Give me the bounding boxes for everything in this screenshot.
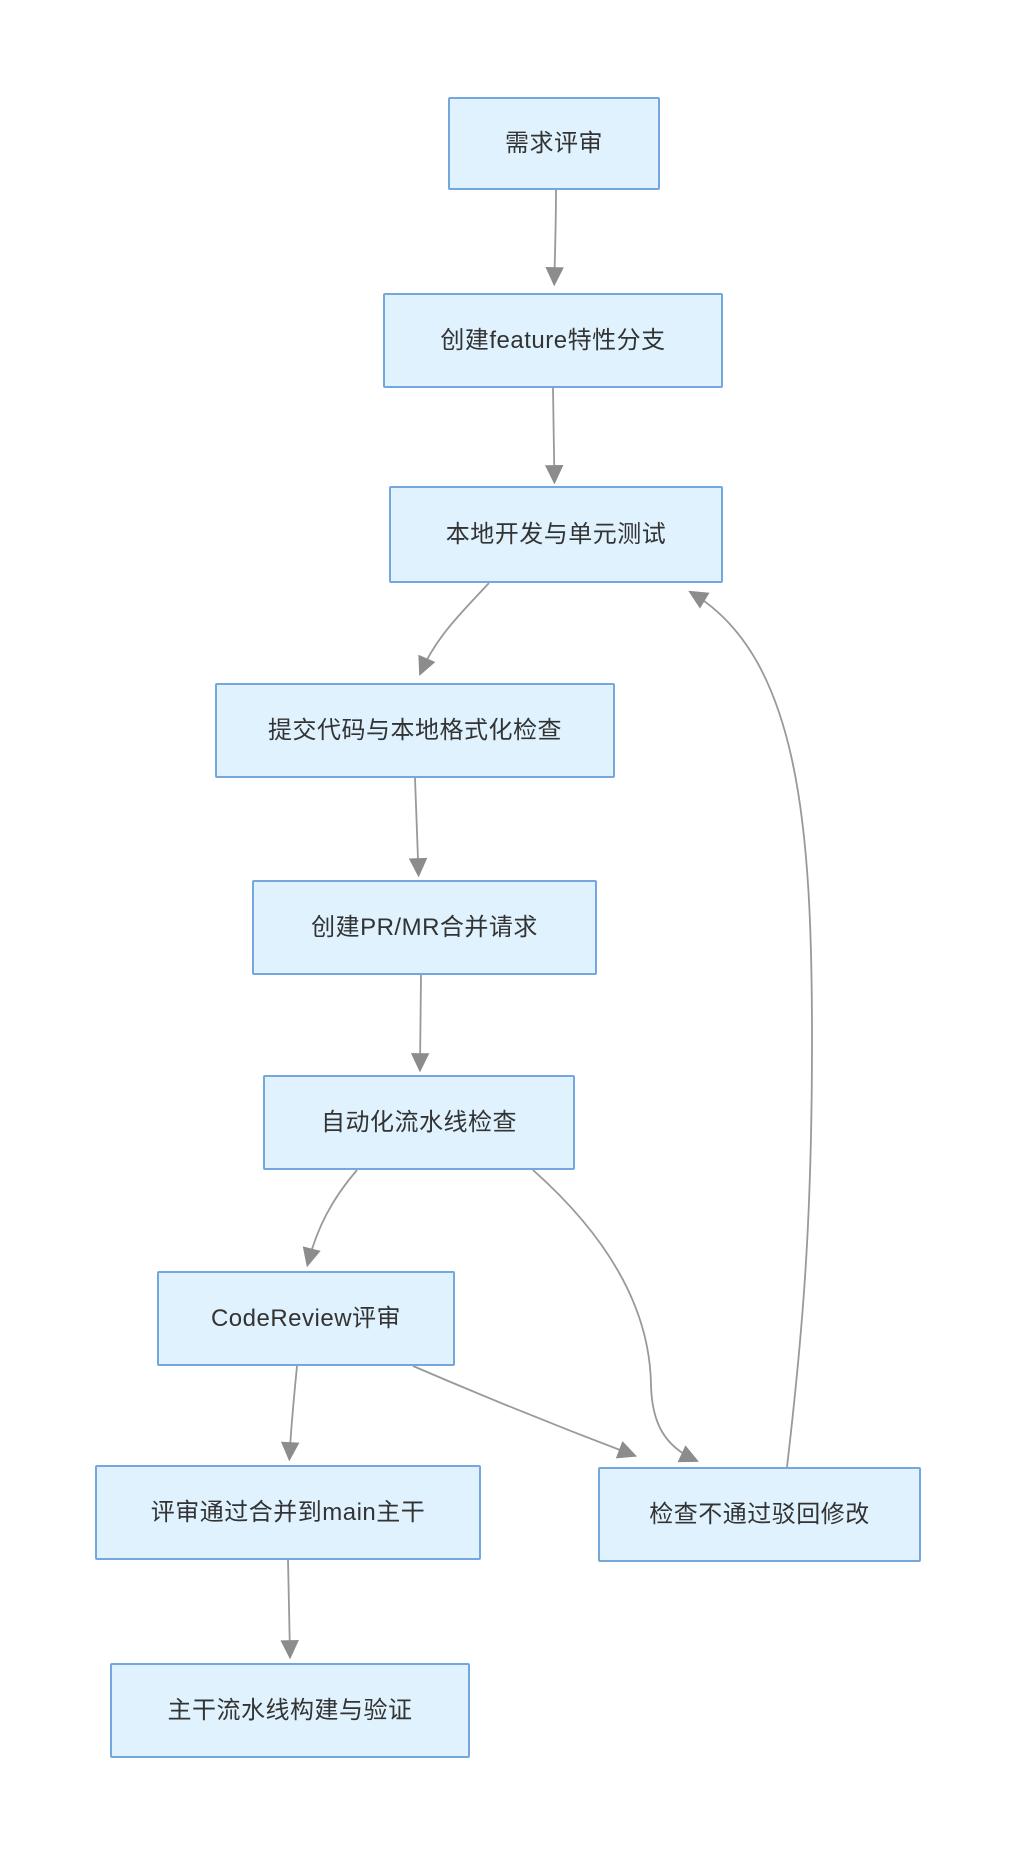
edge-code-review-to-reject-fix — [412, 1365, 633, 1455]
node-label: 主干流水线构建与验证 — [167, 1696, 413, 1724]
edge-create-pr-mr-to-pipeline-check — [420, 974, 421, 1068]
flowchart-node-create-feature-branch: 创建feature特性分支 — [383, 293, 723, 388]
flowchart-node-merge-to-main: 评审通过合并到main主干 — [95, 1465, 481, 1560]
flowchart-node-requirements-review: 需求评审 — [448, 97, 660, 190]
flowchart-node-commit-format-check: 提交代码与本地格式化检查 — [215, 683, 615, 778]
node-label: 提交代码与本地格式化检查 — [268, 716, 562, 744]
node-label: 创建feature特性分支 — [440, 326, 666, 354]
edge-reject-fix-to-local-dev-unit-test — [692, 593, 813, 1468]
flowchart-node-reject-fix: 检查不通过驳回修改 — [598, 1467, 921, 1562]
edge-local-dev-unit-test-to-commit-format-check — [421, 582, 490, 672]
node-label: 本地开发与单元测试 — [445, 520, 667, 548]
flowchart-node-create-pr-mr: 创建PR/MR合并请求 — [252, 880, 597, 975]
edge-requirements-review-to-create-feature-branch — [554, 189, 556, 282]
node-label: 检查不通过驳回修改 — [649, 1500, 870, 1528]
edge-code-review-to-merge-to-main — [290, 1365, 298, 1457]
flowchart-node-code-review: CodeReview评审 — [157, 1271, 455, 1366]
flowchart-node-local-dev-unit-test: 本地开发与单元测试 — [389, 486, 723, 583]
flowchart-node-pipeline-check: 自动化流水线检查 — [263, 1075, 575, 1170]
node-label: 评审通过合并到main主干 — [150, 1498, 426, 1526]
node-label: 创建PR/MR合并请求 — [311, 913, 538, 941]
edge-commit-format-check-to-create-pr-mr — [415, 777, 419, 873]
edge-create-feature-branch-to-local-dev-unit-test — [553, 387, 554, 480]
flowchart-node-main-pipeline-build: 主干流水线构建与验证 — [110, 1663, 470, 1758]
edge-merge-to-main-to-main-pipeline-build — [288, 1559, 290, 1655]
node-label: CodeReview评审 — [210, 1304, 402, 1332]
node-label: 自动化流水线检查 — [321, 1108, 517, 1136]
edge-pipeline-check-to-code-review — [308, 1169, 358, 1263]
node-label: 需求评审 — [505, 129, 603, 157]
edge-pipeline-check-to-reject-fix — [532, 1169, 695, 1460]
